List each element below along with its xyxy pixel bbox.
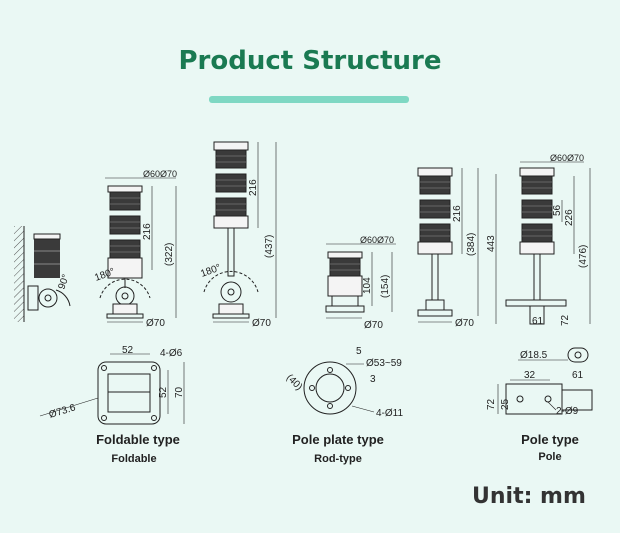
foldable-dim-216: 216 [142,223,153,240]
foldable-detail-dim-70: 70 [174,386,185,398]
poleplate-base-label: Ø70 [364,320,383,331]
wall-tower-body [34,238,60,278]
rod-view: Ø70 216 (384) [417,167,479,329]
foldable-detail-dia: Ø73.6 [48,402,78,421]
pole-subcaption: Pole [538,451,561,463]
arm-hinge [220,281,242,303]
pole-dim-61: 61 [532,316,544,327]
poleplate-detail: 5 Ø53~59 3 (40) 4-Ø11 [284,346,404,419]
foldable-angle-label: 180° [93,266,116,283]
pole-dia-top: Ø60Ø70 [550,153,584,163]
pole-dim-72: 72 [560,314,571,326]
wall-bracket [27,285,39,311]
page-title: Product Structure [178,46,442,76]
wall-mount-view: 90° [14,226,72,322]
pole-detail-dim-72: 72 [486,398,497,410]
foldable-dim-322: (322) [164,243,175,266]
pole-dim-56: 56 [552,204,563,216]
poleplate-dim-154: (154) [380,275,391,298]
pole-caption: Pole type [521,432,579,447]
pole-bracket-plate [505,383,563,415]
foldable-detail-dim-52-top: 52 [122,345,134,356]
foldable-caption: Foldable type [96,432,180,447]
pole-detail: Ø18.5 32 61 72 25 2-Ø9 [486,347,593,417]
foldable-detail-holes: 4-Ø6 [160,348,183,359]
foldable-dia-top: Ø60Ø70 [143,169,177,179]
foldable-bracket-plate [97,361,161,425]
foldable-detail: 52 4-Ø6 52 70 Ø73.6 [39,345,185,425]
pole-detail-dia: Ø18.5 [520,350,548,361]
arm-angle-label: 180° [199,262,222,279]
poleplate-detail-dim-3: 3 [370,374,376,385]
poleplate-dia-top: Ø60Ø70 [360,235,394,245]
pole-detail-dim-61: 61 [572,370,584,381]
foldable-hinge [115,286,135,306]
poleplate-dim-104: 104 [362,277,373,294]
wall-hatch [14,226,24,322]
rod-dim-384: (384) [466,233,477,256]
pole-detail-dim-25: 25 [500,398,511,410]
poleplate-detail-holes: 4-Ø11 [376,408,403,419]
title-underline [209,96,409,103]
unit-label: Unit: mm [472,484,586,509]
poleplate-detail-dim-5: 5 [356,346,362,357]
arm-base-label: Ø70 [252,318,271,329]
poleplate-detail-slot: Ø53~59 [366,358,402,369]
rod-dim-216: 216 [452,205,463,222]
foldable-detail-dim-52-side: 52 [158,386,169,398]
poleplate-detail-dim-40: (40) [284,372,304,392]
wall-hinge [38,288,58,308]
rod-base-label: Ø70 [455,318,474,329]
wall-angle-label: 90° [56,273,72,291]
pole-dim-476: (476) [578,245,589,268]
arm-view: 180° Ø70 216 (437) [199,141,277,329]
poleplate-view: Ø60Ø70 Ø70 104 (154) [325,235,396,331]
foldable-subcaption: Foldable [111,453,156,465]
pole-dim-226: 226 [564,209,575,226]
poleplate-disc [303,361,357,415]
pole-view: Ø60Ø70 443 56 226 (476) 61 72 [486,153,591,327]
poleplate-caption: Pole plate type [292,432,384,447]
arm-dim-216: 216 [248,179,259,196]
pole-detail-dim-32: 32 [524,370,536,381]
arm-dim-437: (437) [264,235,275,258]
pole-detail-holes: 2-Ø9 [556,406,579,417]
foldable-base-label: Ø70 [146,318,165,329]
pole-dim-443: 443 [486,235,497,252]
poleplate-subcaption: Rod-type [314,453,362,465]
foldable-view: Ø60Ø70 180° Ø70 216 (322) [93,169,177,329]
